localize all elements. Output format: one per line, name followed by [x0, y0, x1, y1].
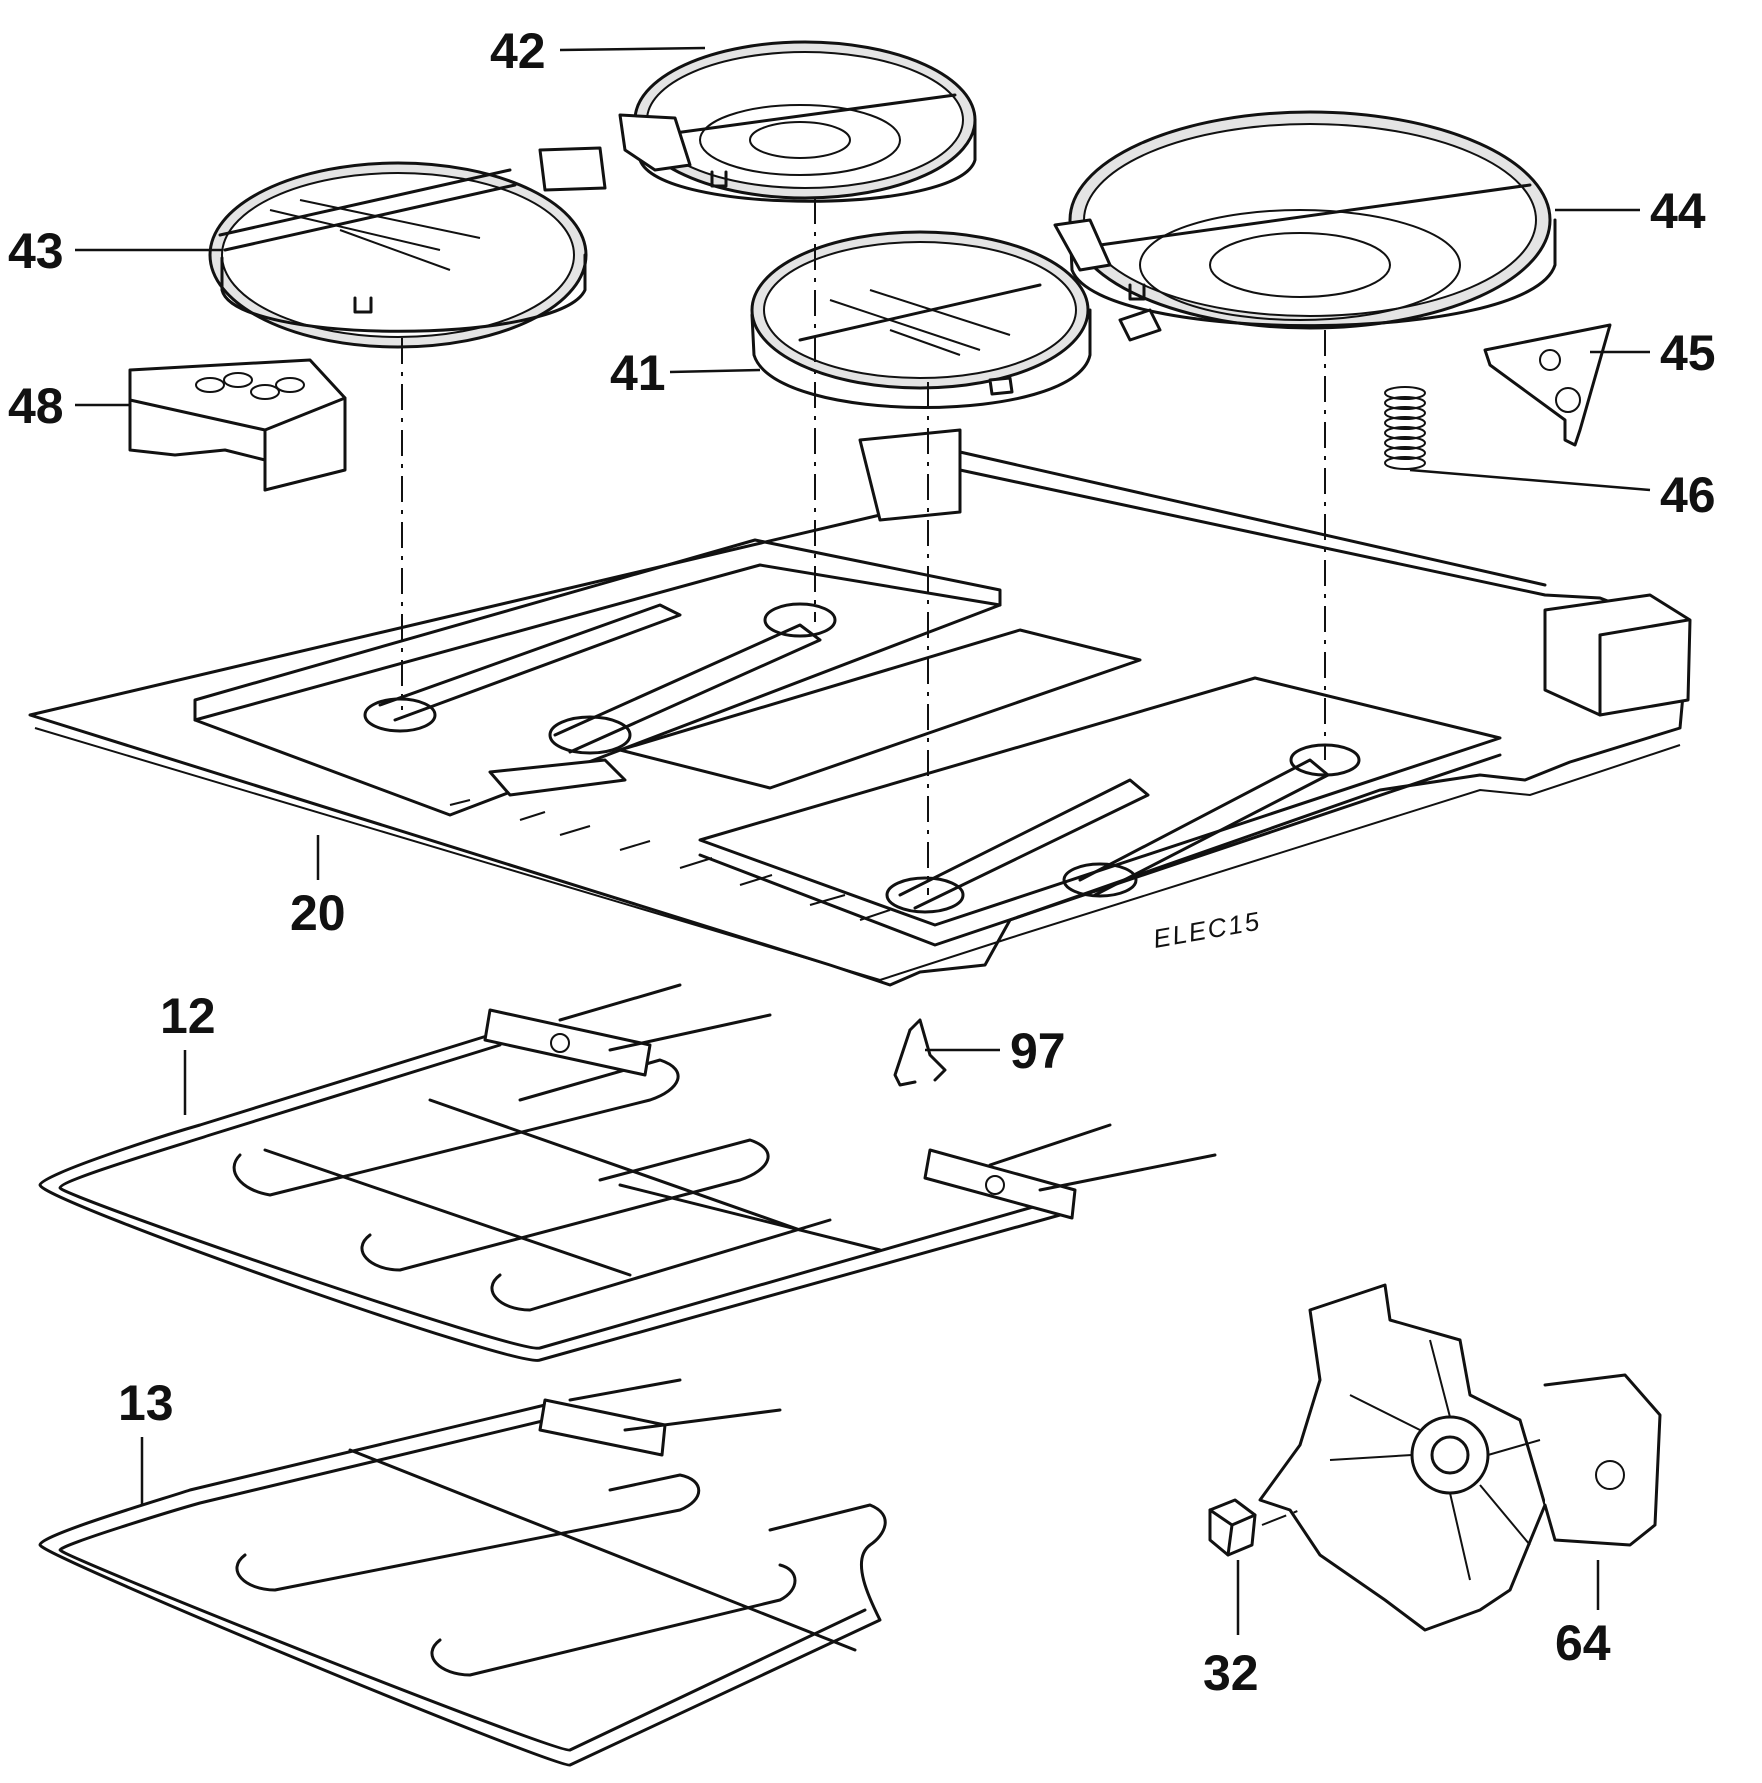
fan-motor-64	[1258, 1283, 1662, 1632]
hotplate-ring-42	[618, 40, 977, 203]
bracket-45	[1483, 323, 1612, 447]
callout-48: 48	[8, 378, 64, 434]
drawing-code-label: ELEC15	[1151, 905, 1263, 953]
terminal-block-48	[128, 358, 347, 492]
callout-97: 97	[1010, 1023, 1066, 1079]
heating-element-12	[38, 983, 1217, 1362]
callout-45: 45	[1660, 325, 1716, 381]
callout-42: 42	[490, 23, 546, 79]
nut-32	[1208, 1498, 1257, 1557]
assembly-lines	[401, 198, 1326, 1526]
clip-97	[893, 1018, 947, 1087]
hotplate-ring-43	[208, 146, 607, 349]
spring-46	[1384, 386, 1426, 470]
callout-43: 43	[8, 223, 64, 279]
callout-41: 41	[610, 345, 666, 401]
hotplate-ring-44	[1053, 110, 1557, 342]
callout-12: 12	[160, 988, 216, 1044]
callout-32: 32	[1203, 1645, 1259, 1701]
callout-44: 44	[1650, 183, 1706, 239]
callout-13: 13	[118, 1375, 174, 1431]
hotplate-ring-41	[750, 230, 1092, 409]
callout-20: 20	[290, 885, 346, 941]
callout-64: 64	[1555, 1615, 1611, 1671]
leader-lines	[75, 46, 1651, 1635]
heating-element-13	[38, 1378, 887, 1767]
callout-46: 46	[1660, 467, 1716, 523]
hob-base-plate-20	[28, 428, 1692, 987]
